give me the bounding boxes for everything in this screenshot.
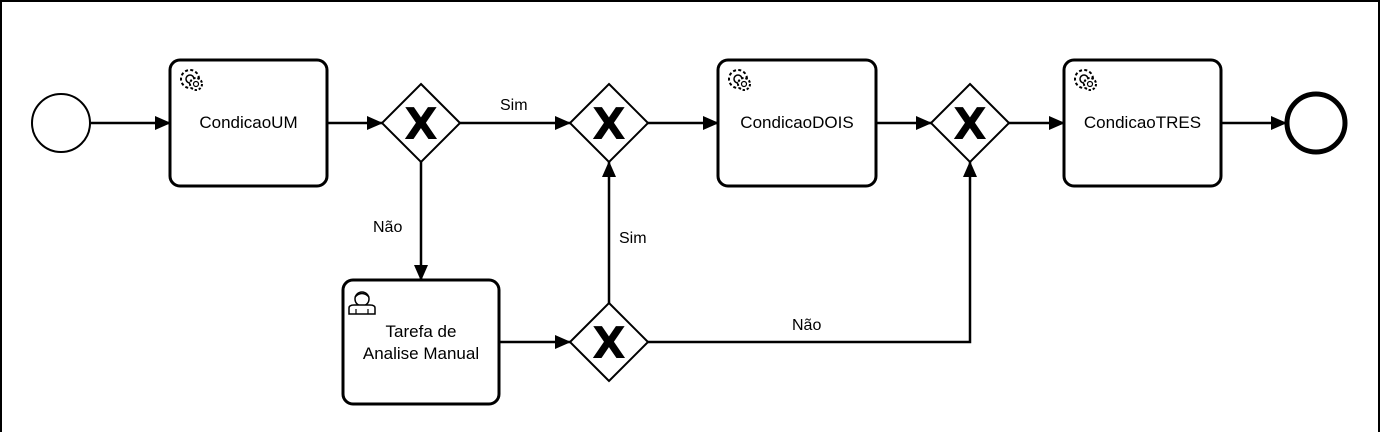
task-label: CondicaoUM bbox=[199, 113, 297, 132]
flow-gw4-to-gw3[interactable] bbox=[648, 161, 977, 344]
flow-label-gw4-sim: Sim bbox=[619, 230, 647, 247]
gateway-x-mark: X bbox=[404, 99, 438, 150]
task-label-line1: Tarefa de bbox=[386, 322, 457, 341]
gateway-x-mark: X bbox=[592, 99, 626, 150]
gateway-x-mark: X bbox=[953, 99, 987, 150]
gear-icon bbox=[728, 69, 751, 91]
end-event[interactable] bbox=[1284, 91, 1348, 155]
gateway-4[interactable]: X bbox=[568, 301, 650, 383]
gear-icon bbox=[180, 69, 203, 91]
gateway-3[interactable]: X bbox=[929, 82, 1011, 164]
task-label: CondicaoDOIS bbox=[740, 113, 853, 132]
task-analise-manual[interactable]: Tarefa de Analise Manual bbox=[341, 278, 501, 406]
task-label: CondicaoTRES bbox=[1084, 113, 1201, 132]
flow-label-gw1-sim: Sim bbox=[500, 97, 528, 114]
task-condicao-tres[interactable]: CondicaoTRES bbox=[1062, 58, 1223, 188]
flow-label-gw4-nao: Não bbox=[792, 317, 821, 334]
task-condicao-um[interactable]: CondicaoUM bbox=[168, 58, 329, 188]
user-icon bbox=[348, 291, 376, 315]
task-condicao-dois[interactable]: CondicaoDOIS bbox=[716, 58, 878, 188]
start-event[interactable] bbox=[31, 93, 91, 153]
gateway-x-mark: X bbox=[592, 318, 626, 369]
gear-icon bbox=[1074, 69, 1097, 91]
flow-label-gw1-nao: Não bbox=[373, 219, 402, 236]
gateway-1[interactable]: X bbox=[380, 82, 462, 164]
gateway-2[interactable]: X bbox=[568, 82, 650, 164]
task-label-line2: Analise Manual bbox=[363, 344, 479, 363]
